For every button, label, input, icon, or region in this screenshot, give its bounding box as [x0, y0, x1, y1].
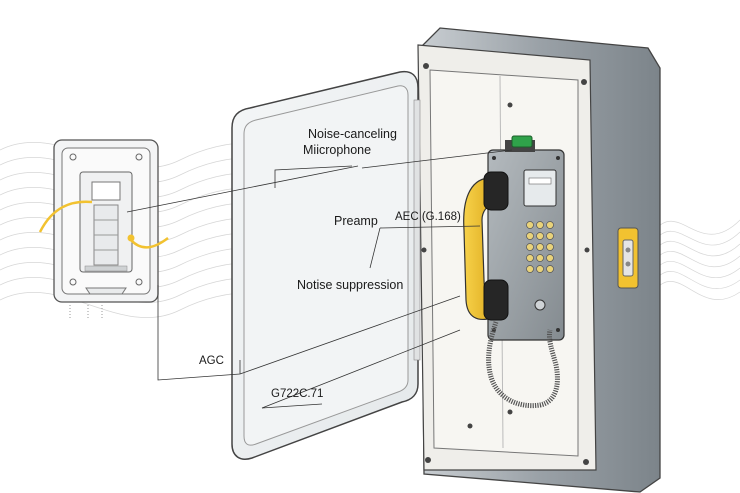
- microphone-label: Miicrophone: [303, 143, 372, 157]
- aec-label: AEC (G.168): [395, 211, 461, 223]
- noise-canceling-label: Noise-canceling: [308, 127, 397, 141]
- curved-arrow-icon: [130, 237, 169, 249]
- antenna-icon: [511, 135, 533, 148]
- keypad-icon: [526, 221, 554, 273]
- codec-label: G722C.71: [271, 388, 324, 400]
- callout-lines: [126, 149, 513, 409]
- curved-arrow-icon: [38, 200, 93, 233]
- preamp-label: Preamp: [334, 214, 378, 228]
- wall-plate: [38, 139, 169, 320]
- cabinet-door: [231, 70, 421, 460]
- agc-label: AGC: [199, 355, 224, 367]
- noise-suppression-label: Notise suppression: [297, 278, 404, 292]
- telephone-handset-icon: [463, 171, 560, 409]
